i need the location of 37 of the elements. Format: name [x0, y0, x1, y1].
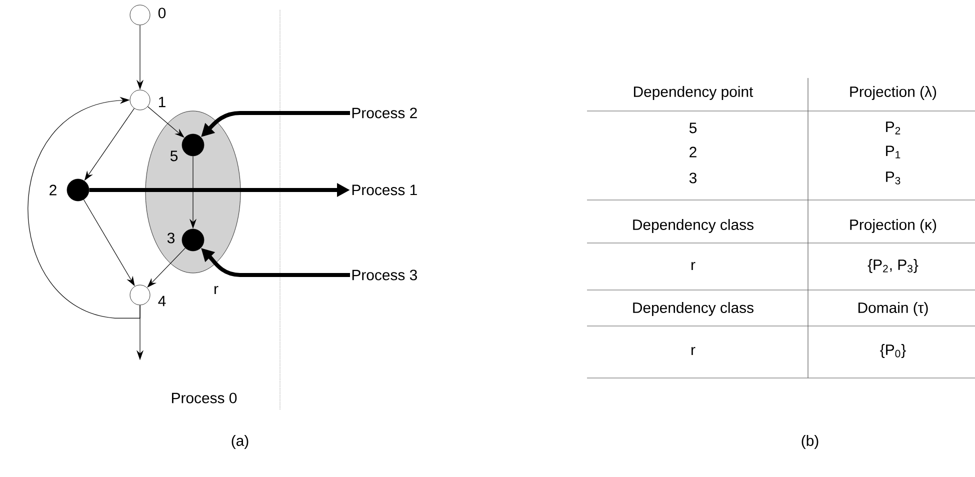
table-cell: Dependency class [633, 302, 754, 316]
node-number: 2 [50, 184, 56, 196]
panel-label: (b) [802, 435, 818, 449]
dependency-point [182, 134, 204, 156]
table-cell: r [692, 346, 696, 356]
table-cell: r [692, 262, 696, 270]
node-number: 3 [167, 232, 174, 244]
dependency-point [182, 228, 204, 252]
process-label: Process 3 [352, 270, 417, 280]
table-cell: Dependency point [634, 86, 754, 100]
process-label: Process 1 [352, 184, 417, 196]
table-cell: {P$_{0}$} [880, 344, 906, 358]
table-cell: Projection (κ) [850, 219, 936, 233]
state-circle [130, 90, 150, 110]
axis-label: Process 0 [172, 392, 237, 404]
table-cell: 2 [690, 146, 696, 158]
dependency-point [66, 178, 90, 202]
state-circle [130, 284, 150, 306]
arrow [28, 96, 140, 318]
table-cell: P$_{2}$ [886, 122, 900, 134]
table-cell: P$_{3}$ [886, 172, 900, 184]
table-cell: Projection (λ) [850, 86, 936, 100]
node-number: 5 [170, 150, 178, 162]
state-circle [130, 4, 150, 26]
table-cell: Domain (τ) [858, 302, 928, 316]
dependency-class-ellipse [145, 110, 241, 274]
node-number: 1 [159, 96, 166, 108]
table-cell: Dependency class [633, 219, 754, 233]
process-label: Process 2 [352, 108, 417, 118]
table-cell: 5 [689, 122, 697, 134]
table-cell: {P$_{2}$, P$_{3}$} [868, 259, 918, 273]
node-number: 4 [158, 296, 166, 306]
table-cell: 3 [689, 172, 696, 184]
node-number: 0 [158, 8, 166, 18]
node-number: r [214, 286, 218, 294]
panel-label: (a) [232, 435, 248, 449]
table-cell: P$_{1}$ [886, 146, 900, 158]
